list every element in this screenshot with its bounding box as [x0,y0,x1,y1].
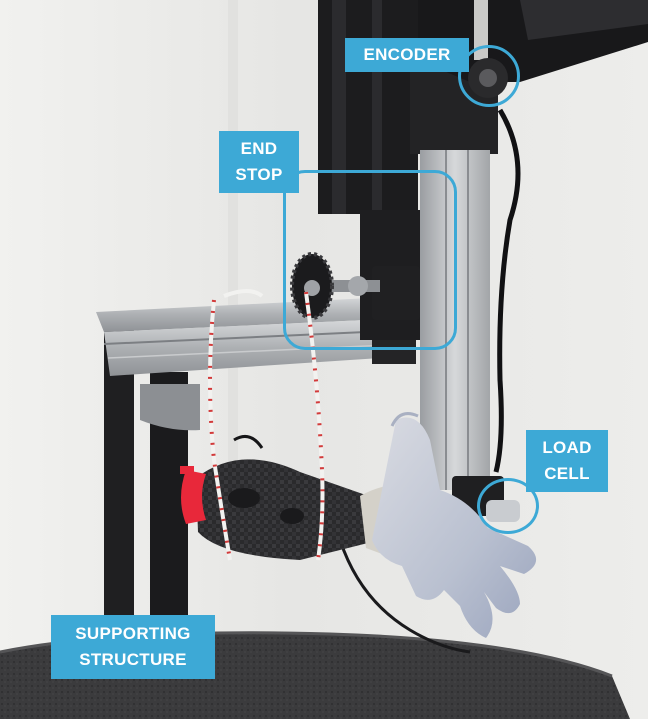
encoder-highlight-ring [458,45,520,107]
load-cell-label: LOAD CELL [526,430,608,492]
load-cell-label-line-1: LOAD [542,438,592,457]
hand [372,417,537,638]
encoder-label: ENCODER [345,38,469,72]
supporting-structure-label-line-1: SUPPORTING [75,624,191,643]
end-stop-highlight-box [283,170,457,350]
hand-cable [338,539,471,654]
horizontal-rail-top [96,296,410,332]
end-stop-label-line-2: STOP [235,165,283,184]
encoder-cable [493,108,521,473]
wall-corner-shadow [228,0,238,520]
end-stop-bracket [372,266,420,320]
encoder-label-text: ENCODER [363,45,451,64]
red-clip [181,470,206,524]
end-stop-label: END STOP [219,131,299,193]
supporting-structure-label-line-2: STRUCTURE [79,650,187,669]
end-stop-label-line-1: END [240,139,278,158]
supporting-structure-label: SUPPORTING STRUCTURE [51,615,215,679]
loose-wire [233,434,264,449]
load-cell-highlight-ring [477,478,539,534]
load-cell-label-line-2: CELL [544,464,590,483]
frame-bracket [140,384,200,431]
